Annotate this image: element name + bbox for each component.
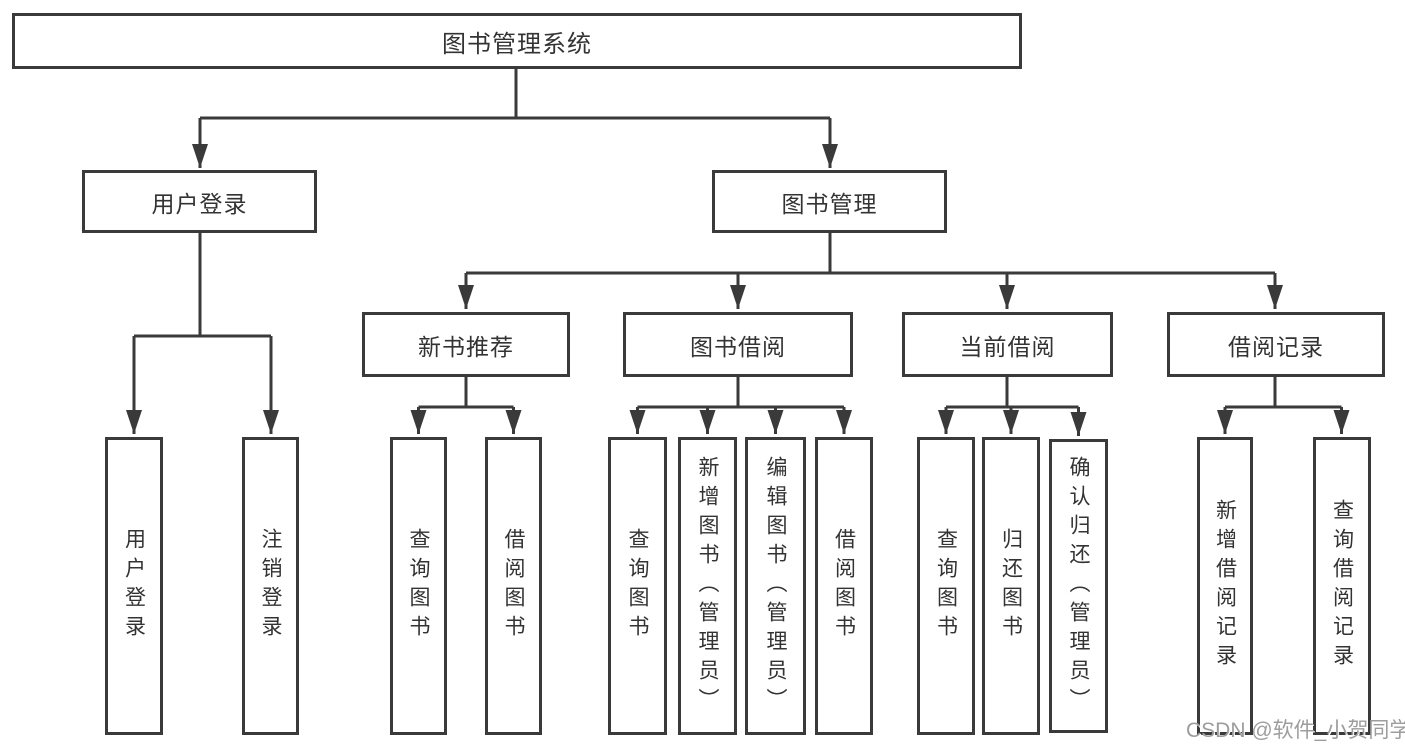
node-label: 新增图书（管理员） <box>696 455 719 717</box>
node-label: 查询图书 <box>626 528 649 644</box>
node-current-borrowing: 当前借阅 <box>902 312 1113 377</box>
node-label: 编辑图书（管理员） <box>764 455 787 717</box>
node-label: 用户登录 <box>151 190 248 217</box>
node-leaf-return-books: 归还图书 <box>982 437 1040 735</box>
node-leaf-borrow-books-borrowing: 借阅图书 <box>815 437 873 735</box>
node-label: 确认归还（管理员） <box>1067 455 1090 717</box>
node-label: 查询图书 <box>934 528 958 644</box>
node-library-system-root: 图书管理系统 <box>12 13 1022 69</box>
node-leaf-confirm-return-admin: 确认归还（管理员） <box>1049 439 1108 733</box>
node-label: 注销登录 <box>259 528 282 644</box>
node-label: 新书推荐 <box>418 333 514 360</box>
node-label: 图书借阅 <box>690 333 786 360</box>
node-label: 借阅图书 <box>832 528 856 644</box>
node-user-login: 用户登录 <box>82 170 317 233</box>
node-leaf-borrow-books-recommend: 借阅图书 <box>485 437 542 735</box>
node-leaf-query-books-current: 查询图书 <box>917 437 975 735</box>
node-label: 查询借阅记录 <box>1330 499 1354 673</box>
node-new-book-recommend: 新书推荐 <box>362 312 570 377</box>
node-label: 归还图书 <box>999 528 1023 644</box>
node-leaf-add-borrow-record: 新增借阅记录 <box>1197 437 1253 735</box>
node-book-management: 图书管理 <box>712 170 947 233</box>
node-leaf-query-books-recommend: 查询图书 <box>390 437 447 735</box>
node-label: 图书管理 <box>781 190 878 217</box>
node-label: 新增借阅记录 <box>1213 499 1237 673</box>
node-label: 当前借阅 <box>959 333 1056 360</box>
node-leaf-add-books-admin: 新增图书（管理员） <box>678 437 737 735</box>
csdn-watermark: CSDN @软件_小贺同学 <box>1186 719 1405 742</box>
node-label: 查询图书 <box>407 528 430 644</box>
node-book-borrowing: 图书借阅 <box>623 312 853 377</box>
node-label: 图书管理系统 <box>442 30 592 58</box>
node-leaf-logout: 注销登录 <box>242 437 299 735</box>
node-leaf-user-login: 用户登录 <box>105 437 163 735</box>
node-leaf-edit-books-admin: 编辑图书（管理员） <box>745 437 806 735</box>
node-label: 用户登录 <box>122 528 146 644</box>
node-borrowing-records: 借阅记录 <box>1167 312 1385 377</box>
node-label: 借阅记录 <box>1228 333 1324 360</box>
node-leaf-query-borrow-record: 查询借阅记录 <box>1313 437 1371 735</box>
node-label: 借阅图书 <box>502 528 525 644</box>
node-leaf-query-books-borrowing: 查询图书 <box>608 437 667 735</box>
